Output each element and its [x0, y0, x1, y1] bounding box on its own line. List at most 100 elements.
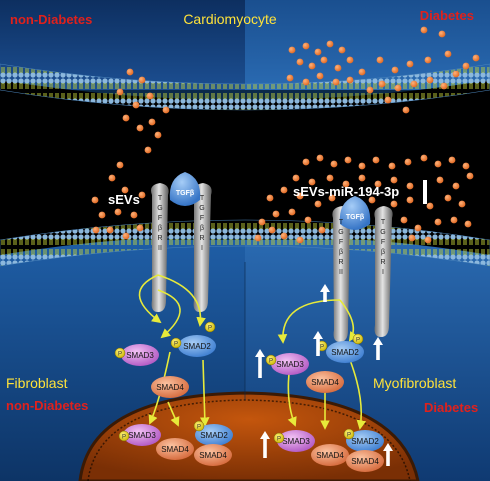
up-arrow-icon	[373, 337, 383, 360]
vesicle-dot	[464, 220, 472, 228]
right-smads: SMAD3 SMAD2 SMAD4 SMAD3 SMAD4 SMAD2 SMAD…	[271, 341, 384, 472]
vesicle-dot	[366, 86, 374, 94]
vesicle-dot	[286, 74, 294, 82]
svg-text:P: P	[269, 359, 273, 365]
vesicle-dot	[434, 218, 442, 226]
phosphate-badge: P	[170, 337, 182, 349]
vesicle-dot	[144, 146, 152, 154]
vesicle-dot	[108, 174, 116, 182]
right-nuclear-smad2: SMAD2	[346, 430, 384, 452]
vesicle-dot	[368, 196, 376, 204]
vesicle-dot	[314, 200, 322, 208]
vesicle-dot	[338, 46, 346, 54]
upregulation-arrows	[255, 284, 393, 466]
vesicle-dot	[346, 56, 354, 64]
vesicle-dot	[132, 101, 140, 109]
svg-text:SMAD2: SMAD2	[200, 431, 228, 440]
vesicle-dot	[114, 208, 122, 216]
svg-text:P: P	[118, 352, 122, 358]
vesicle-dot	[452, 70, 460, 78]
vesicle-dot	[406, 196, 414, 204]
phosphate-badge: P	[352, 333, 364, 345]
vesicle-dot	[390, 176, 398, 184]
svg-text:SMAD3: SMAD3	[126, 351, 154, 360]
vesicle-dot	[136, 224, 144, 232]
vesicle-dot	[98, 211, 106, 219]
vesicle-dot	[384, 96, 392, 104]
up-arrow-icon	[255, 349, 265, 378]
vesicle-dot	[450, 216, 458, 224]
vesicle-dot	[410, 80, 418, 88]
vesicle-dot	[424, 56, 432, 64]
vesicle-dot	[391, 66, 399, 74]
vesicle-dot	[438, 30, 446, 38]
vesicle-dot	[424, 236, 432, 244]
label-sevs: sEVs	[108, 192, 140, 207]
left-nuclear-smad2: SMAD2	[195, 424, 233, 446]
vesicle-dot	[426, 202, 434, 210]
svg-text:P: P	[174, 342, 178, 348]
vesicle-dot	[121, 186, 129, 194]
vesicle-dot	[91, 196, 99, 204]
left-arrow-smad2-down	[199, 359, 210, 427]
vesicle-dot	[138, 191, 146, 199]
svg-text:SMAD2: SMAD2	[183, 342, 211, 351]
left-tgfbr1-receptor	[193, 183, 212, 312]
vesicle-dot	[326, 40, 334, 48]
svg-text:SMAD3: SMAD3	[128, 431, 156, 440]
vesicle-dot	[302, 78, 310, 86]
up-arrow-icon	[313, 331, 323, 356]
vesicle-dot	[272, 210, 280, 218]
right-smad2: SMAD2	[326, 341, 364, 363]
left-tgfbr2-receptor	[151, 183, 169, 312]
vesicle-dot	[318, 226, 326, 234]
vesicle-dot	[458, 200, 466, 208]
label-diabetes-bottom: Diabetes	[424, 400, 478, 415]
vesicle-dot	[462, 162, 470, 170]
vesicle-dot	[388, 162, 396, 170]
vesicle-dot	[92, 226, 100, 234]
vesicle-dot	[400, 216, 408, 224]
vesicle-dot	[288, 208, 296, 216]
vesicle-dot	[378, 80, 386, 88]
vesicle-dot	[358, 68, 366, 76]
vesicle-dot	[254, 234, 262, 242]
up-arrow-icon	[260, 431, 270, 458]
right-nuclear-smad3: SMAD3	[277, 430, 315, 452]
right-tgfb-label: TGFβ	[346, 214, 365, 221]
vesicle-dot	[326, 174, 334, 182]
left-nuclear-smad3: SMAD3	[123, 424, 161, 446]
svg-text:P: P	[208, 326, 212, 332]
label-fibroblast: Fibroblast	[6, 375, 68, 391]
vesicle-dot	[420, 26, 428, 34]
svg-text:SMAD2: SMAD2	[351, 437, 379, 446]
right-arrow-smad2-down	[349, 359, 367, 430]
vesicle-dot	[406, 60, 414, 68]
vesicle-dots	[91, 26, 480, 244]
vesicle-dot	[444, 50, 452, 58]
vesicle-dot	[344, 156, 352, 164]
label-myofibroblast: Myofibroblast	[373, 375, 456, 391]
vesicle-dot	[358, 162, 366, 170]
phosphate-badge: P	[265, 354, 277, 366]
svg-text:SMAD2: SMAD2	[331, 348, 359, 357]
label-non-diabetes-bottom: non-Diabetes	[6, 398, 88, 413]
phosphate-badge: P	[273, 432, 285, 444]
svg-text:SMAD4: SMAD4	[351, 457, 379, 466]
vesicle-dot	[288, 46, 296, 54]
right-nuclear-smad4-b: SMAD4	[346, 450, 384, 472]
vesicle-dot	[448, 156, 456, 164]
vesicle-dot	[420, 154, 428, 162]
phosphate-badge: P	[204, 321, 216, 333]
vesicle-dot	[436, 176, 444, 184]
vesicle-dot	[148, 118, 156, 126]
vesicle-dot	[280, 186, 288, 194]
vesicle-dot	[408, 234, 416, 242]
vesicle-dot	[404, 158, 412, 166]
vesicle-dot	[116, 161, 124, 169]
right-tgfb-ligand	[339, 196, 371, 230]
